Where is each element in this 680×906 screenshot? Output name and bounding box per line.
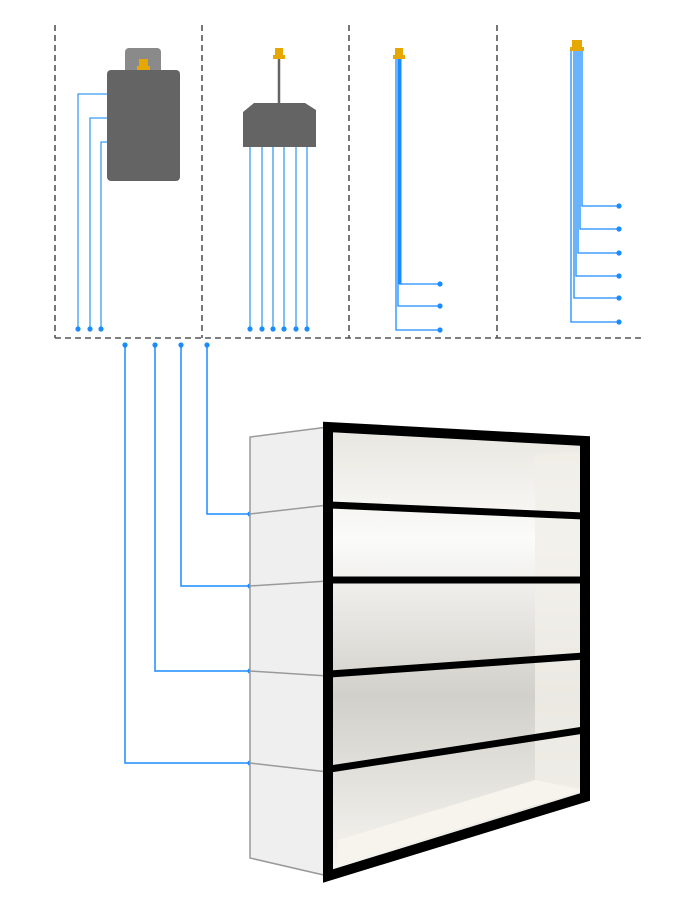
connector-icon xyxy=(395,48,403,55)
panel-frame xyxy=(54,25,642,339)
shelf-interior xyxy=(328,427,585,876)
shelf-wires xyxy=(124,345,250,764)
shelf-front-frame xyxy=(323,421,590,883)
splitter-hub xyxy=(243,103,316,147)
shelf-board xyxy=(329,501,585,520)
panel-cable-6 xyxy=(570,40,622,325)
power-supply-box xyxy=(107,70,180,181)
connector-icon xyxy=(275,48,283,55)
shelf-board xyxy=(329,652,585,678)
panel-power-supply xyxy=(75,48,180,332)
shelf-board xyxy=(329,726,585,773)
shelf-side-panel xyxy=(249,426,329,877)
connector-icon xyxy=(139,59,148,67)
panel-splitter-hub xyxy=(243,48,316,332)
connector-icon xyxy=(572,40,582,48)
panel-cable-3 xyxy=(393,48,443,333)
shelf-unit xyxy=(249,421,590,883)
